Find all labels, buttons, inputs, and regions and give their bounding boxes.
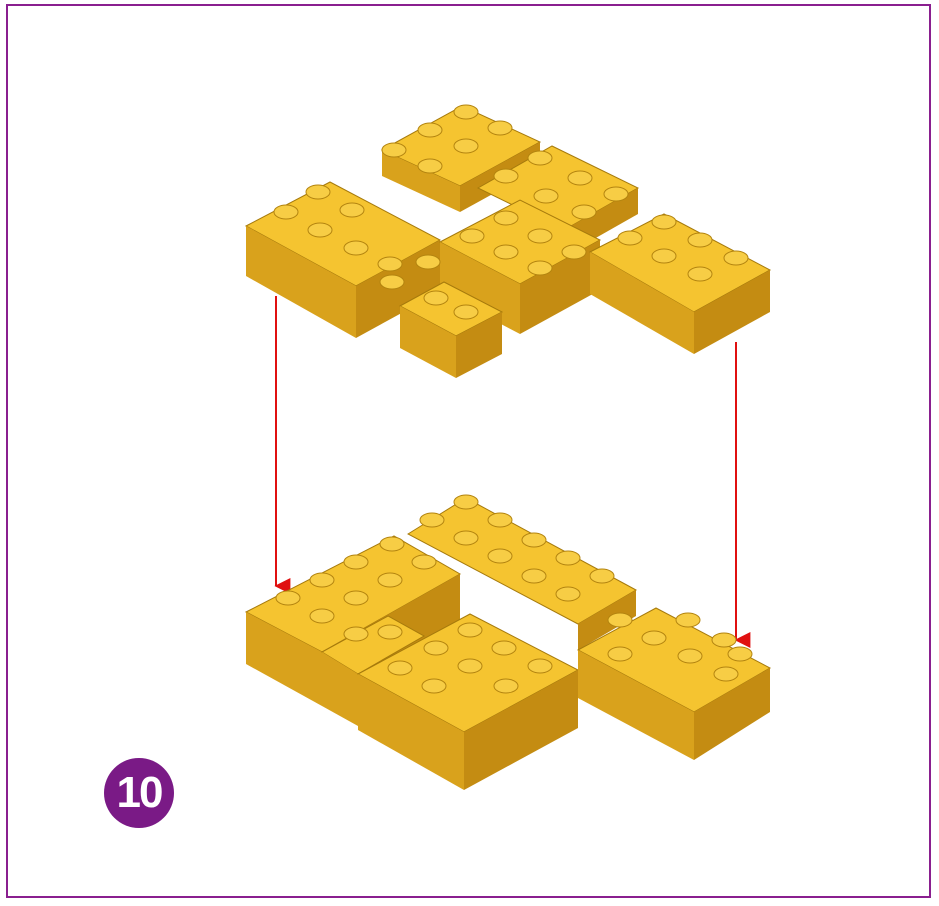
lower-brick-assembly xyxy=(244,494,772,790)
upper-studs xyxy=(273,104,749,320)
lower-brick-right xyxy=(576,607,772,760)
upper-brick-right xyxy=(588,213,772,354)
upper-brick-center xyxy=(438,199,602,334)
lower-studs xyxy=(275,494,753,694)
step-number-badge: 10 xyxy=(104,758,174,828)
upper-brick-assembly xyxy=(244,104,772,378)
step-number: 10 xyxy=(116,768,164,817)
